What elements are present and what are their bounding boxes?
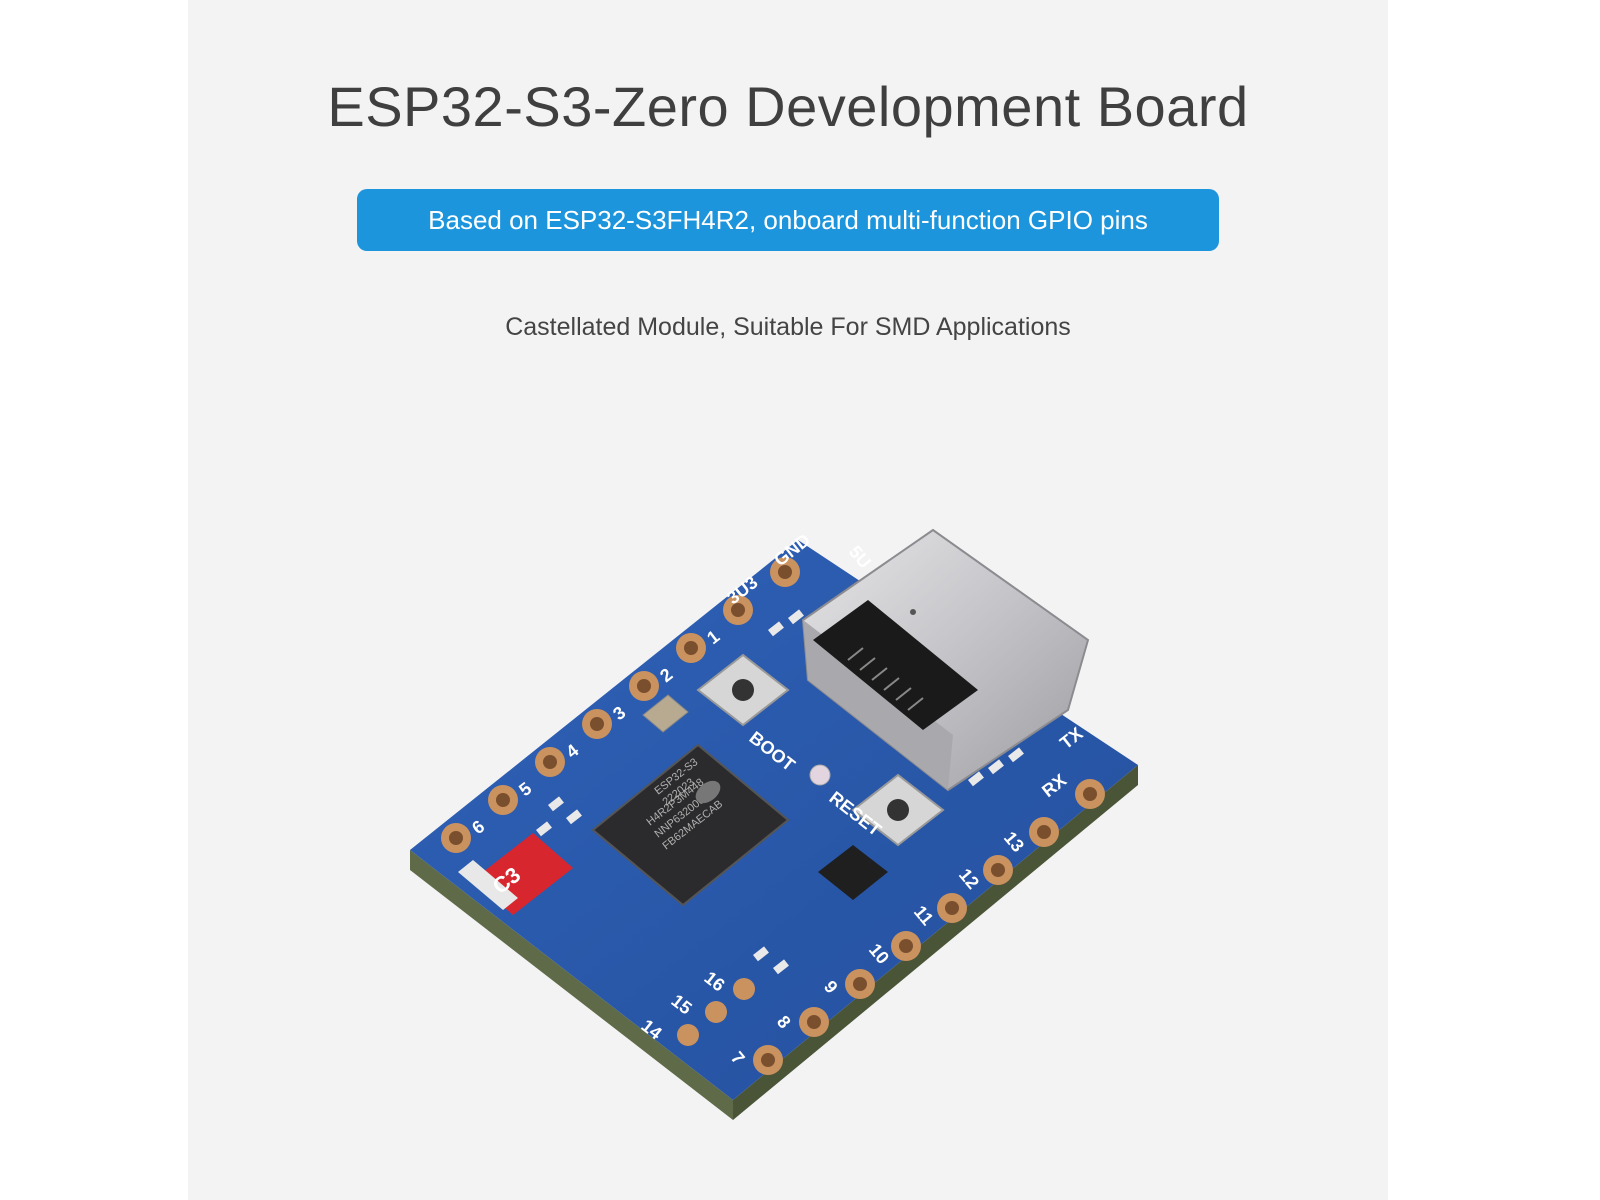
pin-label-5u: 5U <box>845 542 875 572</box>
feature-subtitle: Castellated Module, Suitable For SMD App… <box>505 313 1071 341</box>
pcb-edge-right <box>733 765 1138 1120</box>
bottom-pads <box>677 978 755 1046</box>
board-image: 6 5 4 3 2 1 3U3 GND 5U TX RX 13 12 11 10… <box>188 500 1388 1160</box>
rgb-led <box>809 764 831 786</box>
voltage-regulator <box>818 845 888 900</box>
usb-pins <box>847 647 924 711</box>
pcb-edge <box>410 850 733 1120</box>
right-castellated-pads <box>753 779 1105 1075</box>
esp32-s3-zero-board-illustration: 6 5 4 3 2 1 3U3 GND 5U TX RX 13 12 11 10… <box>410 528 1138 1120</box>
crystal <box>642 694 689 733</box>
espressif-logo-icon <box>695 780 721 804</box>
feature-banner: Based on ESP32-S3FH4R2, onboard multi-fu… <box>357 189 1219 251</box>
usb-c-connector <box>801 528 1090 792</box>
antenna: C3 <box>458 833 573 915</box>
page-title: ESP32-S3-Zero Development Board <box>327 75 1249 138</box>
passive-components <box>536 609 1024 975</box>
left-castellated-pads <box>441 557 800 853</box>
product-panel: ESP32-S3-Zero Development Board Based on… <box>188 0 1388 1200</box>
